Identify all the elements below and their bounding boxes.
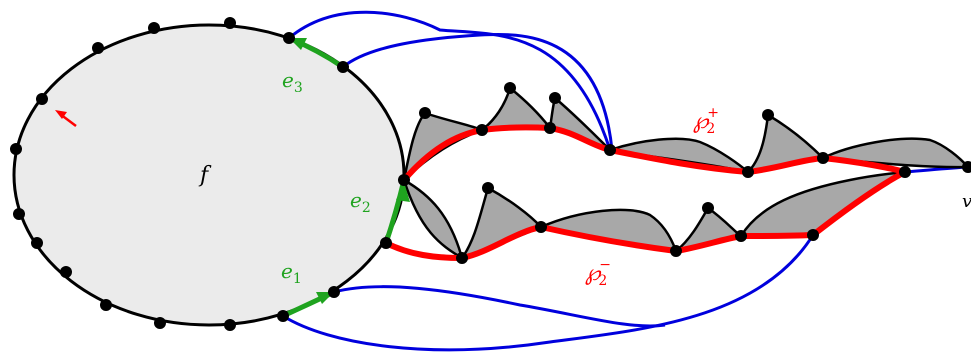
vertex — [702, 202, 714, 214]
vertex — [482, 182, 494, 194]
vertex — [735, 230, 747, 242]
vertex — [817, 152, 829, 164]
endpoint-label: v — [962, 191, 971, 212]
vertex — [807, 229, 819, 241]
vertex — [337, 61, 349, 73]
vertex — [456, 252, 468, 264]
vertex — [962, 161, 971, 173]
path-label-p2-plus: ℘2+ — [693, 105, 719, 137]
vertex — [476, 124, 488, 136]
vertex — [148, 22, 160, 34]
vertex — [549, 92, 561, 104]
blue-curve-bottom-outer — [282, 234, 815, 352]
blue-curve-bottom-inner — [333, 285, 666, 328]
bump — [401, 177, 465, 261]
vertex — [60, 266, 72, 278]
path-label-p2-minus: ℘2− — [585, 257, 611, 289]
vertex — [224, 17, 236, 29]
vertex — [742, 166, 754, 178]
blue-curve-top-inner — [342, 32, 614, 151]
vertex — [535, 221, 547, 233]
edge-label-e1: e1 — [281, 259, 302, 287]
vertex — [154, 317, 166, 329]
vertex — [100, 299, 112, 311]
vertex — [380, 237, 392, 249]
vertex — [419, 107, 431, 119]
edge-e2-arrowhead — [396, 182, 410, 202]
blue-curve-top-outer — [288, 10, 612, 151]
edge-label-e2: e2 — [350, 188, 371, 216]
vertex — [398, 174, 410, 186]
bump — [458, 186, 544, 261]
vertex — [504, 82, 516, 94]
vertex — [544, 122, 556, 134]
red-arrow-icon — [55, 110, 77, 127]
edge-label-e3: e3 — [282, 68, 303, 96]
vertex — [328, 286, 340, 298]
vertex — [762, 109, 774, 121]
vertex — [283, 32, 295, 44]
vertex — [36, 93, 48, 105]
vertices — [10, 17, 971, 331]
vertex — [670, 245, 682, 257]
blue-curves — [282, 10, 969, 352]
vertex — [31, 237, 43, 249]
bump — [477, 85, 553, 132]
vertex — [277, 310, 289, 322]
vertex — [899, 166, 911, 178]
vertex — [604, 144, 616, 156]
vertex — [10, 143, 22, 155]
vertex — [13, 208, 25, 220]
vertex — [224, 319, 236, 331]
vertex — [92, 42, 104, 54]
